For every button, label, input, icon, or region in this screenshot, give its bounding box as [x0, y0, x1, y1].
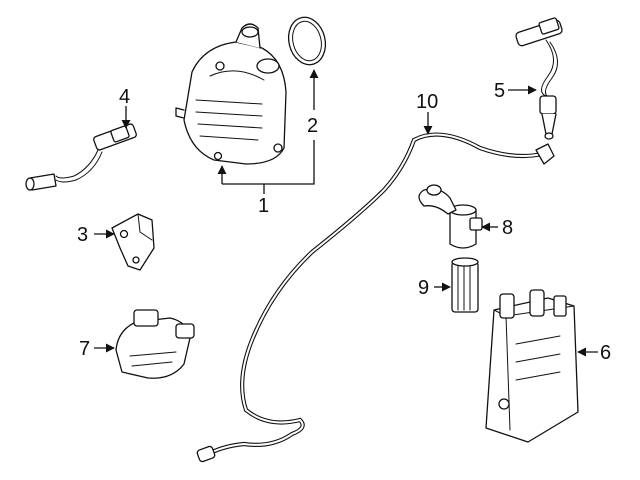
leader-lines [94, 69, 598, 357]
callout-5: 5 [494, 80, 505, 102]
oxygen-sensor-right [515, 17, 563, 140]
callout-8: 8 [502, 217, 513, 239]
callout-7: 7 [79, 338, 90, 360]
mounting-bracket [111, 213, 155, 271]
vacuum-hose [196, 132, 555, 463]
sensor-assembly [115, 309, 195, 379]
filter-element [451, 257, 479, 313]
callout-6: 6 [600, 342, 611, 364]
leader-1 [222, 140, 315, 185]
vacuum-pump [175, 23, 287, 165]
callout-9: 9 [418, 277, 429, 299]
oxygen-sensor-left [25, 123, 137, 191]
callout-2: 2 [307, 115, 318, 137]
callout-3: 3 [77, 224, 88, 246]
solenoid-valve [418, 184, 483, 249]
o-ring-seal [287, 16, 327, 66]
callout-4: 4 [119, 86, 130, 108]
callout-1: 1 [258, 195, 269, 217]
callout-10: 10 [416, 91, 438, 113]
callout-labels: 1 2 3 4 5 6 7 8 9 10 [77, 80, 611, 364]
charcoal-canister [485, 289, 579, 443]
